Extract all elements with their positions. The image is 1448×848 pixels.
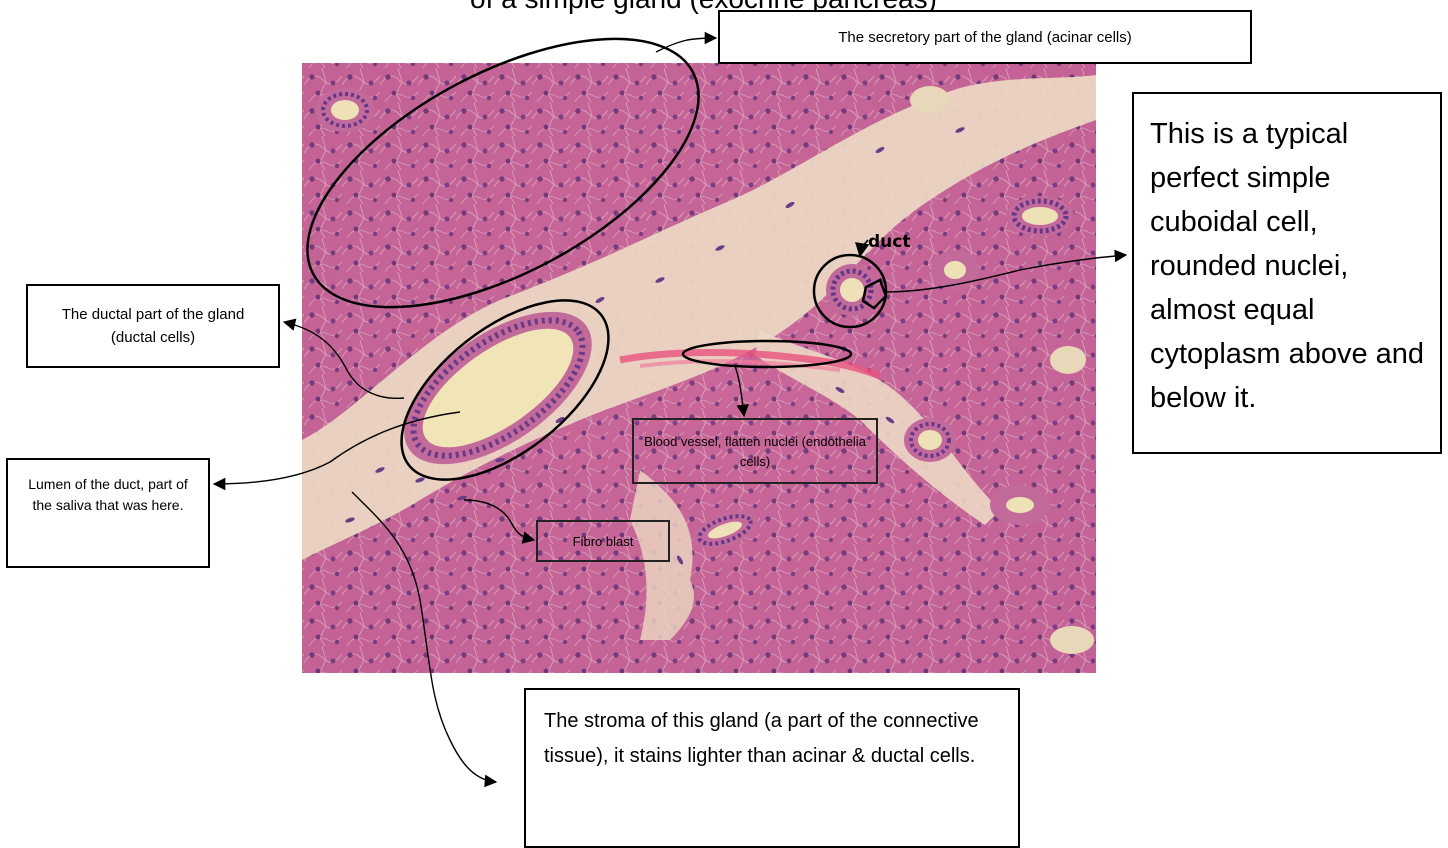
micrograph [302,63,1096,673]
label-secretory-part: The secretory part of the gland (acinar … [718,10,1252,64]
duct-handwritten-label: duct [868,232,910,252]
label-stroma: The stroma of this gland (a part of the … [524,688,1020,848]
label-lumen: Lumen of the duct, part of the saliva th… [6,458,210,568]
label-blood-vessel: Blood vessel, flatten nuclei (endothelia… [632,418,878,484]
arrow-to-secretory [656,38,716,52]
label-cuboidal-cell: This is a typical perfect simple cuboida… [1132,92,1442,454]
label-ductal-part: The ductal part of the gland (ductal cel… [26,284,280,368]
label-fibroblast: Fibro blast [536,520,670,562]
